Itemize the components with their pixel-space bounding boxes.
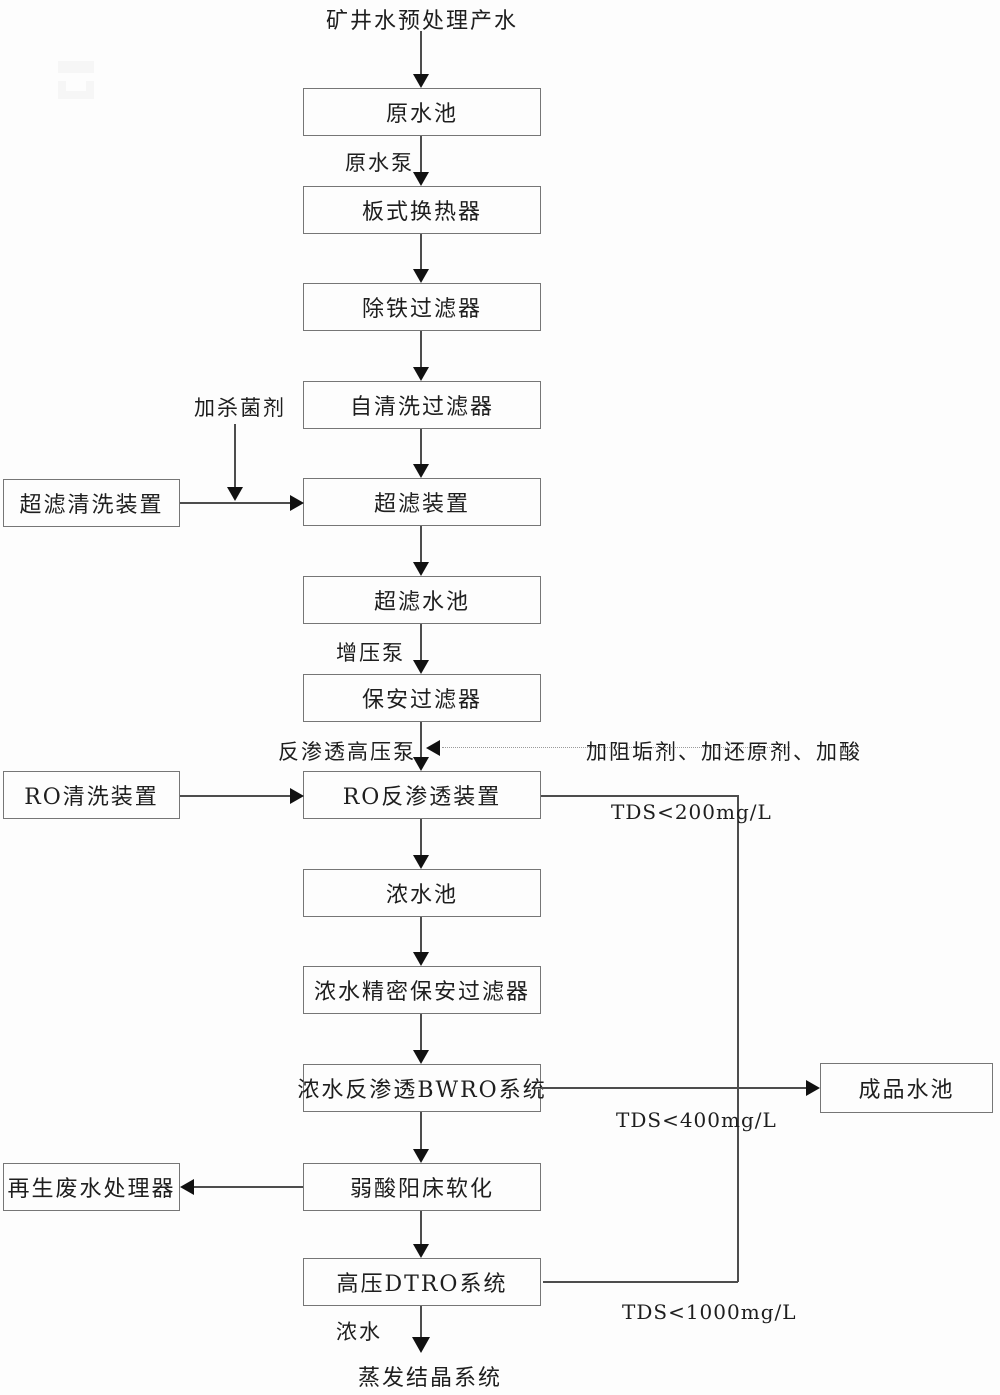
connector-line: [420, 234, 422, 270]
arrow-down-icon: [227, 487, 243, 501]
connector-line: [420, 819, 422, 856]
node-label: 除铁过滤器: [361, 297, 482, 322]
connector-line: [420, 429, 422, 465]
node-label: 高压DTRO系统: [336, 1272, 508, 1297]
edge-label-biocide: 加杀菌剂: [194, 396, 286, 420]
connector-line: [420, 31, 422, 75]
node-weak-acid-cation-softening: 弱酸阳床软化: [303, 1163, 541, 1211]
arrow-down-icon: [413, 367, 429, 381]
connector-line: [180, 795, 291, 797]
connector-line: [420, 1112, 422, 1150]
node-concentrate-tank: 浓水池: [303, 869, 541, 917]
node-self-cleaning-filter: 自清洗过滤器: [303, 381, 541, 429]
node-label: RO清洗装置: [24, 785, 159, 810]
connector-line: [420, 917, 422, 953]
arrow-left-icon: [180, 1179, 194, 1195]
connector-line: [543, 1281, 738, 1283]
source-label: 矿井水预处理产水: [325, 9, 518, 34]
node-cartridge-filter: 保安过滤器: [303, 674, 541, 722]
node-label: 板式换热器: [361, 200, 482, 225]
arrow-down-icon: [413, 660, 429, 674]
edge-label-ro-hp-pump: 反渗透高压泵: [278, 740, 416, 764]
node-label: 保安过滤器: [361, 688, 482, 713]
arrow-down-icon: [413, 1244, 429, 1258]
connector-line: [420, 1211, 422, 1245]
node-ro-cleaning-unit: RO清洗装置: [3, 771, 180, 819]
node-label: 再生废水处理器: [7, 1177, 176, 1202]
arrow-down-icon: [413, 172, 429, 186]
arrow-down-icon: [413, 757, 429, 771]
arrow-left-icon: [426, 740, 440, 756]
node-plate-heat-exchanger: 板式换热器: [303, 186, 541, 234]
connector-line: [420, 136, 422, 173]
arrow-down-icon: [413, 464, 429, 478]
connector-line: [193, 1186, 303, 1188]
edge-label-tds200: TDS<200mg/L: [611, 800, 772, 824]
node-label: 超滤清洗装置: [19, 493, 164, 518]
connector-line: [420, 722, 422, 758]
node-product-water-tank: 成品水池: [820, 1063, 993, 1113]
node-hp-dtro-system: 高压DTRO系统: [303, 1258, 541, 1306]
arrow-right-icon: [290, 495, 304, 511]
edge-label-dosing: 加阻垢剂、加还原剂、加酸: [586, 740, 862, 764]
node-label: 超滤水池: [373, 590, 470, 615]
dotted-connector-line: [442, 747, 790, 748]
node-label: 超滤装置: [373, 492, 470, 517]
connector-line: [737, 795, 739, 1282]
connector-line: [420, 1014, 422, 1051]
node-label: 原水池: [385, 102, 458, 127]
node-uf-cleaning-unit: 超滤清洗装置: [3, 479, 180, 527]
connector-line: [420, 1306, 422, 1338]
edge-label-raw-water-pump: 原水泵: [345, 151, 414, 175]
node-concentrate-precision-filter: 浓水精密保安过滤器: [303, 966, 541, 1014]
arrow-down-icon: [413, 1050, 429, 1064]
arrow-down-icon: [413, 952, 429, 966]
edge-label-concentrate: 浓水: [336, 1320, 382, 1344]
arrow-down-icon: [413, 562, 429, 576]
connector-line: [180, 502, 291, 504]
node-uf-water-tank: 超滤水池: [303, 576, 541, 624]
arrow-right-icon: [806, 1080, 820, 1096]
connector-line: [420, 331, 422, 368]
edge-label-tds1000: TDS<1000mg/L: [622, 1300, 797, 1324]
terminal-label: 蒸发结晶系统: [357, 1366, 502, 1391]
node-label: 成品水池: [858, 1078, 955, 1103]
node-label: 浓水反渗透BWRO系统: [297, 1078, 547, 1103]
connector-line: [420, 526, 422, 563]
arrow-down-icon: [413, 269, 429, 283]
node-regen-wastewater-processor: 再生废水处理器: [3, 1163, 180, 1211]
edge-label-tds400: TDS<400mg/L: [616, 1108, 777, 1132]
node-label: 自清洗过滤器: [349, 395, 494, 420]
arrow-right-icon: [290, 788, 304, 804]
node-ro-unit: RO反渗透装置: [303, 771, 541, 819]
node-label: 浓水精密保安过滤器: [313, 980, 530, 1005]
node-uf-unit: 超滤装置: [303, 478, 541, 526]
edge-label-booster-pump: 增压泵: [336, 641, 405, 665]
watermark-artifact: [50, 55, 102, 105]
connector-line: [420, 624, 422, 661]
node-label: 弱酸阳床软化: [349, 1177, 494, 1202]
arrow-down-icon: [413, 1149, 429, 1163]
node-raw-water-tank: 原水池: [303, 88, 541, 136]
connector-line: [234, 424, 236, 488]
node-label: RO反渗透装置: [342, 785, 502, 810]
connector-line: [541, 1087, 807, 1089]
arrow-down-icon: [413, 74, 429, 88]
connector-line: [541, 795, 738, 797]
node-iron-removal-filter: 除铁过滤器: [303, 283, 541, 331]
arrow-down-icon: [412, 1337, 430, 1353]
node-bwro-system: 浓水反渗透BWRO系统: [297, 1064, 545, 1112]
node-label: 浓水池: [385, 883, 458, 908]
arrow-down-icon: [413, 855, 429, 869]
